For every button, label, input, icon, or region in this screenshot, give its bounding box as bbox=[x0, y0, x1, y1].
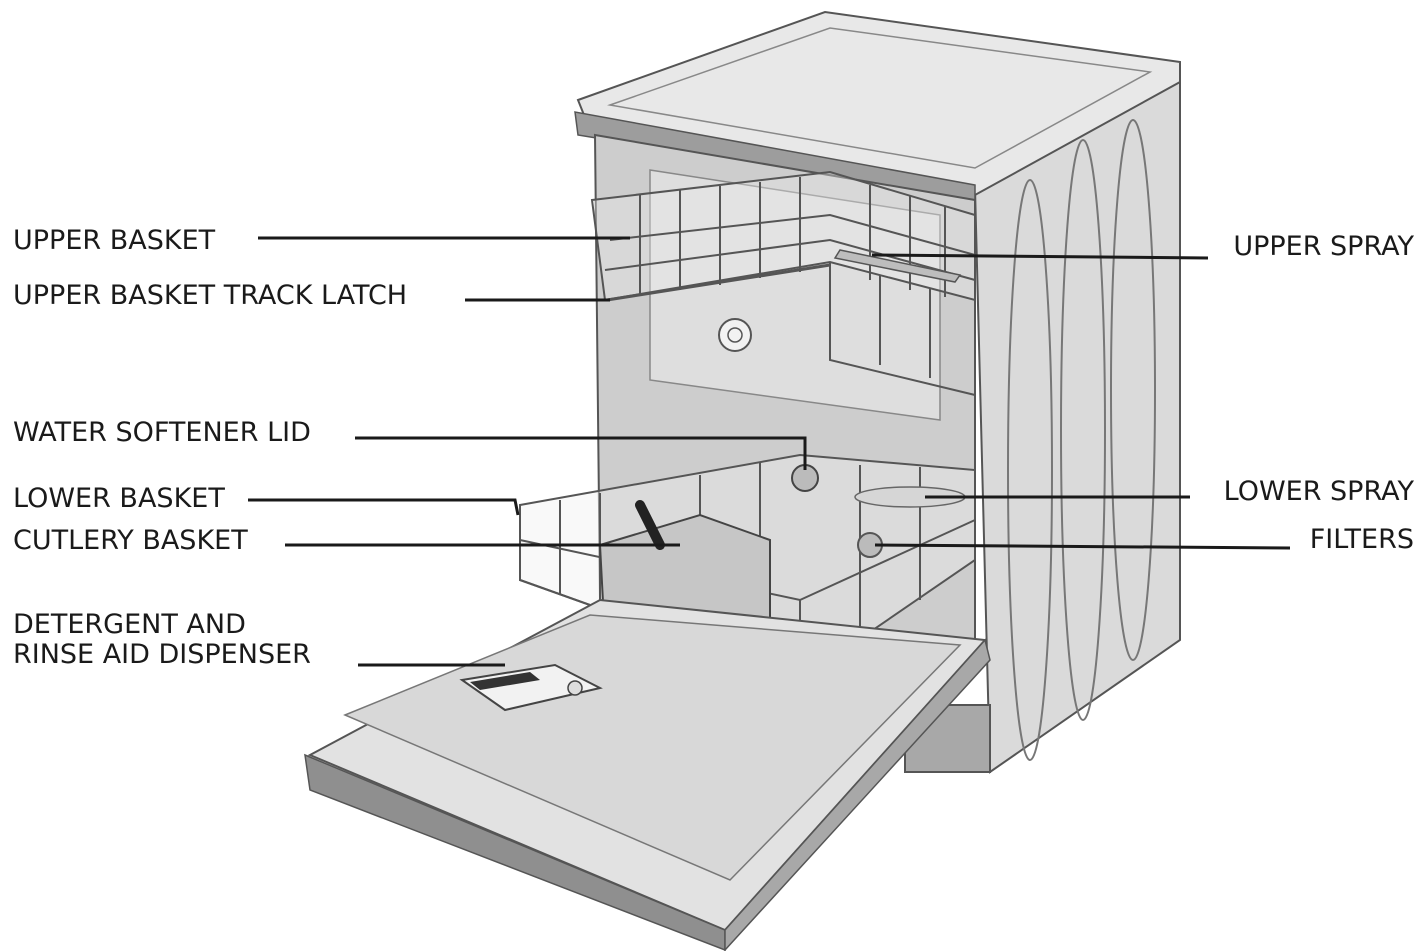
label-upper-basket: UPPER BASKET bbox=[13, 225, 216, 256]
worktop-inner bbox=[607, 27, 1153, 169]
track-rail bbox=[606, 263, 831, 302]
label-lower-spray: LOWER SPRAY bbox=[1224, 476, 1415, 507]
label-detergent-line1: DETERGENT AND bbox=[13, 609, 246, 640]
cutlery-basket-handle bbox=[635, 500, 665, 550]
side-panel bbox=[973, 73, 1181, 774]
softener-cap-ring bbox=[727, 327, 743, 343]
label-upper-basket-track-latch: UPPER BASKET TRACK LATCH bbox=[13, 280, 407, 311]
leader-lower-basket bbox=[248, 498, 520, 516]
upper-spray-arm bbox=[833, 249, 962, 283]
label-cutlery-basket: CUTLERY BASKET bbox=[13, 525, 248, 556]
labels: UPPER BASKET UPPER BASKET TRACK LATCH WA… bbox=[13, 225, 1415, 670]
softener-cap bbox=[718, 318, 752, 352]
label-filters: FILTERS bbox=[1310, 524, 1414, 555]
side-emboss bbox=[1007, 179, 1053, 761]
tub-back-wall bbox=[649, 169, 941, 421]
side-emboss bbox=[1110, 119, 1156, 661]
dishwasher-illustration bbox=[304, 10, 1181, 951]
leader-water-softener-lid bbox=[355, 436, 807, 470]
leader-filters bbox=[874, 543, 1291, 550]
leader-lines bbox=[248, 236, 1291, 667]
leader-upper-spray bbox=[871, 253, 1209, 260]
label-water-softener-lid: WATER SOFTENER LID bbox=[13, 417, 311, 448]
label-upper-spray: UPPER SPRAY bbox=[1233, 231, 1414, 262]
dispenser-knob bbox=[567, 680, 583, 696]
door-edge-right bbox=[724, 638, 991, 951]
label-lower-basket: LOWER BASKET bbox=[13, 483, 225, 514]
detergent-dispenser bbox=[459, 663, 603, 712]
side-emboss bbox=[1060, 139, 1106, 721]
dispenser-slot bbox=[470, 672, 540, 690]
label-detergent-line2: RINSE AID DISPENSER bbox=[13, 639, 311, 670]
